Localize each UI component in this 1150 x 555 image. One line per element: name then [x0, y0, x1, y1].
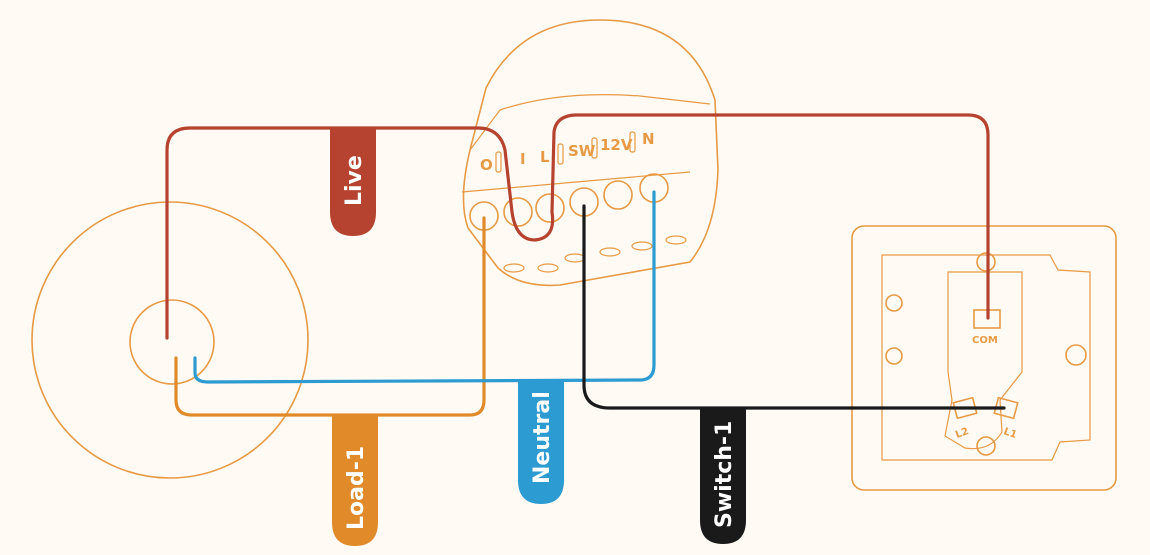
module-vent	[503, 263, 525, 273]
terminal-divider	[557, 143, 564, 165]
terminal-label-n: N	[642, 130, 655, 148]
switch-plate-outer	[851, 225, 1117, 491]
module-front-edge	[461, 171, 691, 193]
neutral-wire	[193, 190, 656, 384]
ceiling-light	[31, 201, 309, 479]
terminal-label-l: L	[540, 148, 550, 166]
switch-plate-inner	[881, 254, 1091, 461]
module-vent	[665, 235, 687, 245]
switch-screw	[885, 294, 903, 312]
module-top-edge	[469, 94, 711, 151]
module-vent	[599, 247, 621, 257]
ceiling-rose-outer	[31, 201, 309, 479]
l1-label: L1	[1002, 426, 1018, 441]
switch-screw	[885, 347, 903, 365]
module-body	[462, 19, 719, 287]
terminal-divider	[591, 137, 598, 159]
relay-module: O I L SW 12V N	[461, 19, 719, 287]
terminal-divider	[629, 131, 636, 153]
module-vent	[631, 241, 653, 251]
terminal-hole-12v	[603, 180, 633, 210]
live-tag-label: Live	[342, 155, 367, 206]
switch-tag: Switch-1	[700, 408, 746, 544]
switch-screw	[976, 436, 996, 456]
live-wire	[165, 113, 990, 340]
load-wire	[174, 216, 486, 417]
neutral-tag: Neutral	[518, 382, 564, 504]
module-vent	[537, 263, 559, 273]
wall-switch: COM L2 L1	[851, 225, 1117, 491]
switch-tag-label: Switch-1	[712, 421, 737, 528]
l2-terminal	[952, 396, 978, 420]
terminal-label-o: O	[480, 156, 493, 174]
com-label: COM	[972, 335, 998, 346]
live-tag-shape	[330, 128, 376, 236]
terminal-label-sw: SW	[568, 142, 596, 160]
live-tag: Live	[330, 128, 376, 236]
load-tag-shape	[332, 415, 378, 546]
load-tag-label: Load-1	[344, 446, 369, 530]
switch-mechanism	[944, 271, 1023, 450]
terminal-label-i: I	[520, 150, 526, 168]
terminal-divider	[495, 151, 502, 173]
switch-tag-shape	[700, 408, 746, 544]
terminal-hole-i	[503, 197, 533, 227]
terminal-hole-l	[535, 193, 565, 223]
terminal-label-12v: 12V	[600, 136, 633, 154]
switch-screw	[976, 252, 996, 272]
neutral-tag-shape	[518, 382, 564, 504]
ceiling-rose-inner	[129, 299, 215, 385]
switch-wire	[582, 204, 1006, 410]
l1-terminal	[993, 396, 1019, 420]
neutral-tag-label: Neutral	[530, 391, 555, 484]
l2-label: L2	[954, 426, 970, 441]
switch-screw	[1065, 344, 1087, 366]
load-tag: Load-1	[332, 415, 378, 546]
module-vent	[564, 253, 586, 263]
